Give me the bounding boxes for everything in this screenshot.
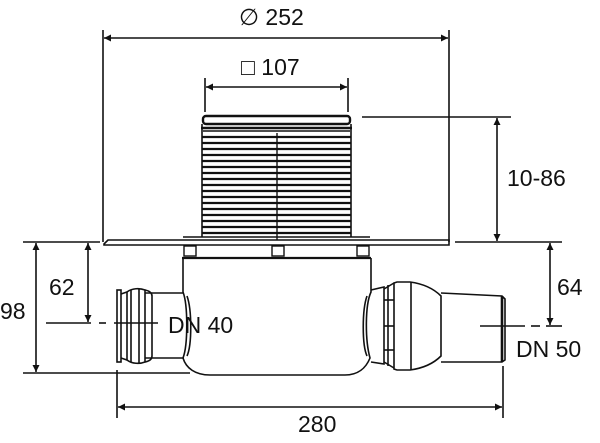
- dimension-98-62: [23, 241, 190, 374]
- adjustable-top-section: [201, 114, 352, 240]
- label-height-64: 64: [557, 274, 583, 300]
- label-height-98: 98: [0, 298, 26, 324]
- right-outlet: [370, 281, 506, 371]
- dimension-280: [116, 366, 504, 418]
- label-length-280: 280: [298, 411, 337, 437]
- dimension-64: [480, 243, 562, 327]
- dimension-10-86: [362, 116, 562, 243]
- dimension-252: [102, 30, 450, 242]
- dimension-107: [204, 78, 349, 112]
- flange-bolts: [183, 245, 370, 257]
- flange: [103, 236, 450, 246]
- label-diameter-252: ∅ 252: [239, 4, 304, 30]
- label-outlet-dn50: DN 50: [516, 336, 582, 362]
- label-height-10-86: 10-86: [507, 165, 566, 191]
- drain-body: [182, 256, 372, 376]
- label-height-62: 62: [49, 274, 75, 300]
- label-square-107: □ 107: [241, 54, 300, 80]
- label-outlet-dn40: DN 40: [168, 312, 234, 338]
- left-outlet: [116, 287, 184, 365]
